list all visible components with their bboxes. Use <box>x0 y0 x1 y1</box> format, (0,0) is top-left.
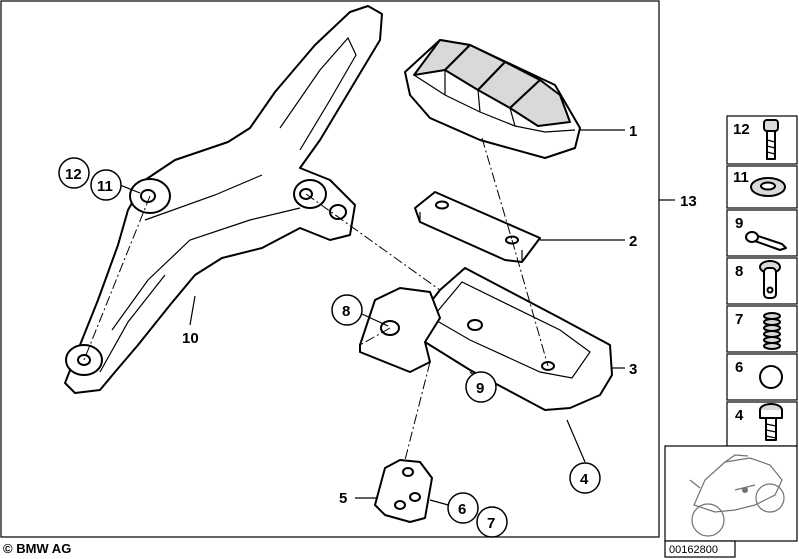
callout-7: 7 <box>487 515 495 532</box>
side-label-6: 6 <box>735 359 743 376</box>
image-number: 00162800 <box>669 544 718 556</box>
image-number-box <box>664 540 736 558</box>
callout-3: 3 <box>629 361 637 378</box>
side-label-4: 4 <box>735 407 744 424</box>
footrest-rubber <box>404 39 581 159</box>
side-label-7: 7 <box>735 311 743 328</box>
ball-icon <box>759 365 783 389</box>
spring-icon <box>763 312 781 350</box>
callout-12: 12 <box>65 166 82 183</box>
washer-icon <box>750 177 786 197</box>
assembly-lines <box>83 137 549 461</box>
callout-11: 11 <box>97 178 113 195</box>
screw-icon <box>759 403 783 441</box>
callout-8: 8 <box>342 303 350 320</box>
callout-2: 2 <box>629 233 637 250</box>
callout-9: 9 <box>476 380 484 397</box>
footrest-holder-bracket <box>64 5 383 394</box>
side-parts-panel: 12 11 9 8 7 6 4 <box>726 115 798 447</box>
clevis-pin-icon <box>759 260 781 299</box>
side-label-9: 9 <box>735 215 743 232</box>
footrest <box>359 267 613 411</box>
callout-4: 4 <box>580 471 589 488</box>
detent-plate <box>374 459 433 523</box>
main-frame <box>0 0 660 538</box>
side-label-12: 12 <box>733 121 750 138</box>
callout-13: 13 <box>680 193 697 210</box>
callout-10: 10 <box>182 330 199 347</box>
callout-5: 5 <box>339 490 347 507</box>
footrest-plate <box>414 191 541 263</box>
callout-1: 1 <box>629 123 637 140</box>
motorcycle-thumbnail <box>664 445 798 542</box>
cotter-pin-icon <box>745 231 787 251</box>
callout-6: 6 <box>458 501 466 518</box>
side-label-8: 8 <box>735 263 743 280</box>
side-label-11: 11 <box>733 169 749 186</box>
bolt-icon <box>763 119 779 160</box>
copyright-label: © BMW AG <box>3 541 71 556</box>
